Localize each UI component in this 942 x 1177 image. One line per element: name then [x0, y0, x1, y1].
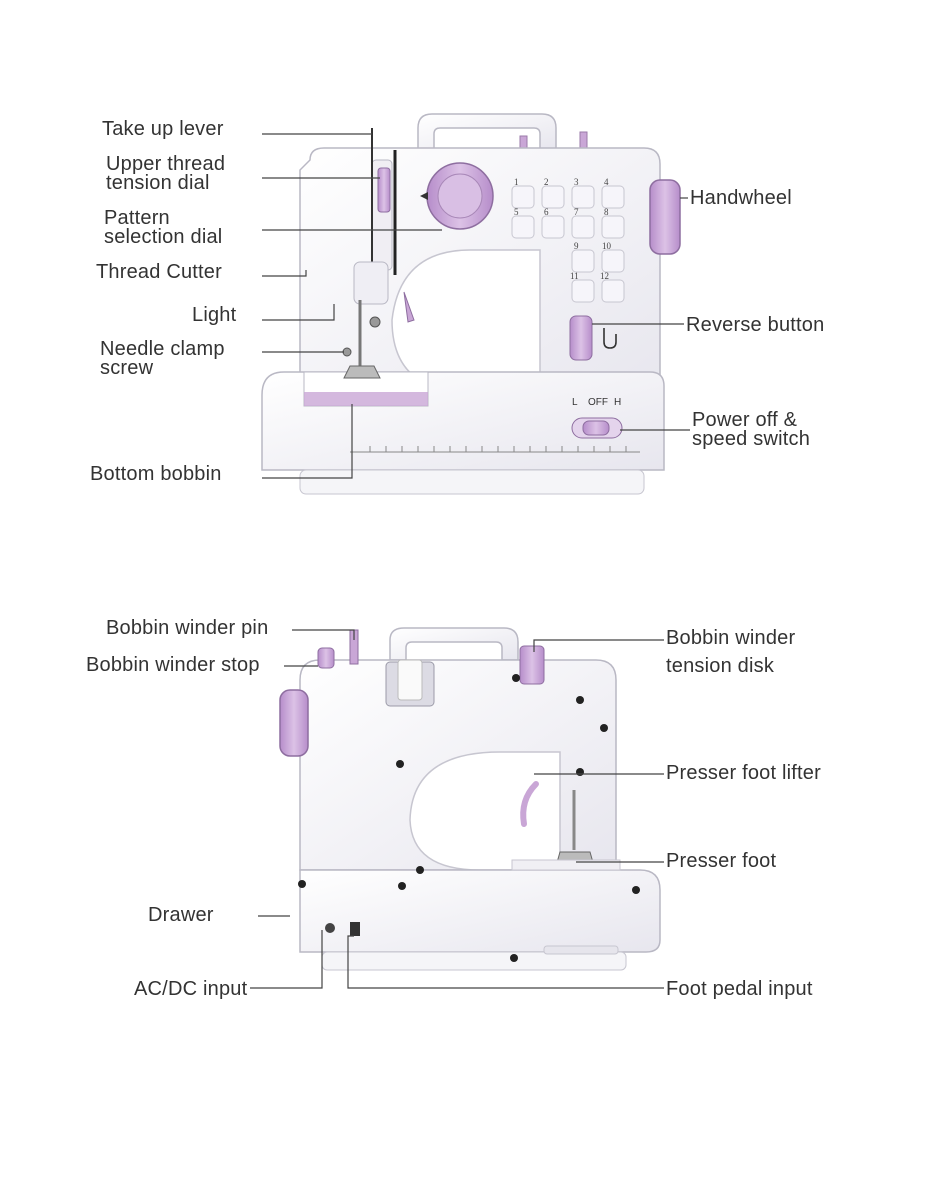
label-line: Power off & — [692, 409, 798, 431]
label-line: Upper thread — [106, 153, 226, 175]
back-handwheel — [279, 689, 309, 757]
front-view-machine: 1 2 3 4 5 6 7 8 9 10 11 12 L OFF H — [261, 113, 681, 495]
stitch-chart — [511, 185, 625, 303]
label-bobbin-winder-tension-disk: Bobbin winder tension disk — [666, 627, 796, 677]
needle-bar-housing — [353, 261, 389, 305]
foot-pedal-jack — [350, 922, 360, 936]
stitch-number: 7 — [574, 207, 579, 217]
back-carry-handle — [389, 627, 519, 661]
label-line: tension dial — [106, 172, 210, 194]
label-drawer: Drawer — [148, 904, 214, 926]
stitch-number: 3 — [574, 177, 579, 187]
back-base — [299, 869, 661, 953]
stitch-number: 11 — [570, 271, 579, 281]
drawer-slot — [543, 945, 619, 955]
back-needle-plate — [511, 859, 621, 871]
label-line: screw — [100, 357, 154, 379]
label-line: speed switch — [692, 428, 811, 450]
stitch-number: 6 — [544, 207, 549, 217]
label-presser-foot-lifter: Presser foot lifter — [666, 762, 821, 784]
label-handwheel: Handwheel — [690, 187, 792, 209]
label-power-speed-switch: Power off & speed switch — [692, 409, 811, 450]
label-ac-dc-input: AC/DC input — [134, 978, 248, 1000]
label-line: tension disk — [666, 655, 775, 677]
bobbin-winder-stop — [317, 647, 335, 669]
arm-opening — [391, 249, 541, 393]
label-light: Light — [192, 304, 237, 326]
label-upper-thread-tension-dial: Upper thread tension dial — [106, 153, 226, 194]
presser-foot-lifter — [520, 781, 539, 827]
ruler-ticks — [369, 446, 627, 452]
stitch-number: 1 — [514, 177, 519, 187]
label-needle-clamp-screw: Needle clamp screw — [100, 338, 225, 379]
back-base-foot — [321, 951, 627, 971]
label-line: Pattern — [104, 207, 170, 229]
back-arm-opening — [409, 751, 561, 871]
bobbin-winder-tension-disk — [519, 645, 545, 685]
ac-dc-jack — [325, 923, 335, 933]
stitch-number: 2 — [544, 177, 549, 187]
label-pattern-selection-dial: Pattern selection dial — [104, 207, 223, 248]
switch-label-low: L — [572, 397, 578, 408]
upper-thread-tension-dial — [377, 167, 391, 213]
power-switch-knob — [582, 420, 610, 436]
back-leader-lines — [250, 629, 664, 989]
label-line: selection dial — [104, 226, 223, 248]
thread-spool — [397, 659, 423, 701]
presser-foot-front — [343, 365, 381, 379]
stitch-number: 10 — [602, 241, 612, 251]
switch-label-off: OFF — [588, 397, 608, 408]
stitch-number: 9 — [574, 241, 579, 251]
pattern-dial-center — [437, 173, 483, 219]
reverse-icon — [603, 328, 617, 349]
dial-pointer-icon — [420, 192, 428, 200]
presser-screw — [342, 347, 352, 357]
carry-handle — [417, 113, 557, 151]
back-view-machine — [279, 627, 661, 971]
switch-label-high: H — [614, 397, 621, 408]
base-foot — [299, 469, 645, 495]
needle-clamp-screw — [369, 316, 381, 328]
bobbin-cover-trim — [304, 392, 428, 406]
label-bobbin-winder-stop: Bobbin winder stop — [86, 654, 260, 676]
label-line: Needle clamp — [100, 338, 225, 360]
label-line: Bobbin winder — [666, 627, 796, 649]
label-presser-foot: Presser foot — [666, 850, 777, 872]
label-thread-cutter: Thread Cutter — [96, 261, 222, 283]
stitch-number: 12 — [600, 271, 609, 281]
label-foot-pedal-input: Foot pedal input — [666, 978, 813, 1000]
stitch-numbers: 1 2 3 4 5 6 7 8 9 10 11 12 — [514, 177, 612, 281]
label-reverse-button: Reverse button — [686, 314, 825, 336]
stitch-number: 8 — [604, 207, 609, 217]
stitch-number: 5 — [514, 207, 519, 217]
label-bottom-bobbin: Bottom bobbin — [90, 463, 222, 485]
front-leader-lines — [262, 133, 690, 479]
handwheel — [649, 179, 681, 255]
label-bobbin-winder-pin: Bobbin winder pin — [106, 617, 269, 639]
label-take-up-lever: Take up lever — [102, 118, 224, 140]
stitch-number: 4 — [604, 177, 609, 187]
thread-cutter-light — [403, 291, 415, 323]
reverse-button — [569, 315, 593, 361]
